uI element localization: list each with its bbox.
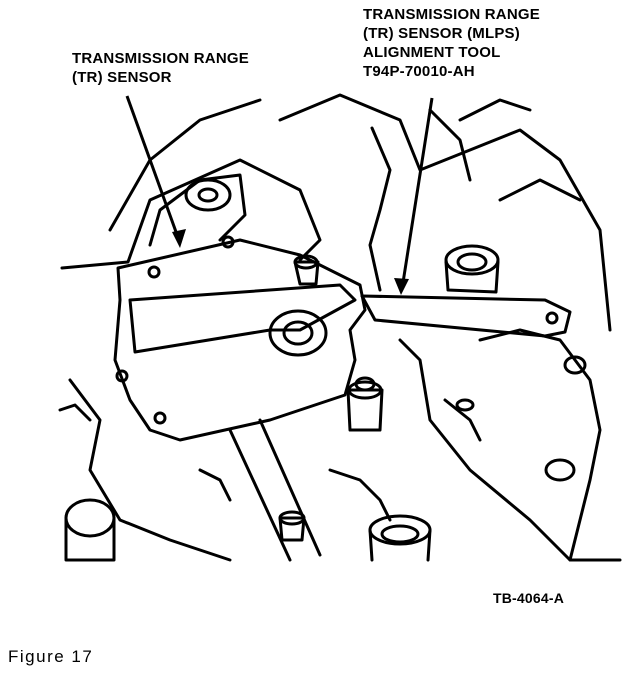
callout-tr-sensor-line-2: (TR) SENSOR — [72, 69, 172, 86]
case-outline-left-lower — [68, 378, 232, 562]
callout-tr-sensor-line-1: TRANSMISSION RANGE — [72, 50, 249, 67]
case-outline-left — [60, 158, 322, 270]
alignment-tool-arrowhead — [394, 278, 409, 295]
valve-body-right — [398, 338, 622, 562]
tr-sensor-arrowhead — [172, 229, 186, 248]
sensor-boss — [268, 309, 328, 357]
callout-alignment-tool-line-1: TRANSMISSION RANGE — [363, 6, 540, 23]
callout-alignment-tool-line-2: (TR) SENSOR (MLPS) — [363, 25, 520, 42]
upper-housing — [278, 93, 612, 332]
tr-sensor-plate — [113, 238, 367, 442]
alignment-tool-leader-line — [400, 97, 434, 290]
callout-alignment-tool-line-3: ALIGNMENT TOOL — [363, 44, 501, 61]
figure-caption: Figure 17 — [8, 647, 94, 666]
callout-tr-sensor: TRANSMISSION RANGE (TR) SENSOR — [72, 49, 249, 87]
callout-alignment-tool: TRANSMISSION RANGE (TR) SENSOR (MLPS) AL… — [363, 5, 540, 81]
alignment-tool-bar — [360, 294, 572, 338]
tr-sensor-leader-line — [125, 95, 182, 244]
drawing-number: TB-4064-A — [493, 590, 565, 606]
callout-alignment-tool-line-4: T94P-70010-AH — [363, 63, 475, 80]
